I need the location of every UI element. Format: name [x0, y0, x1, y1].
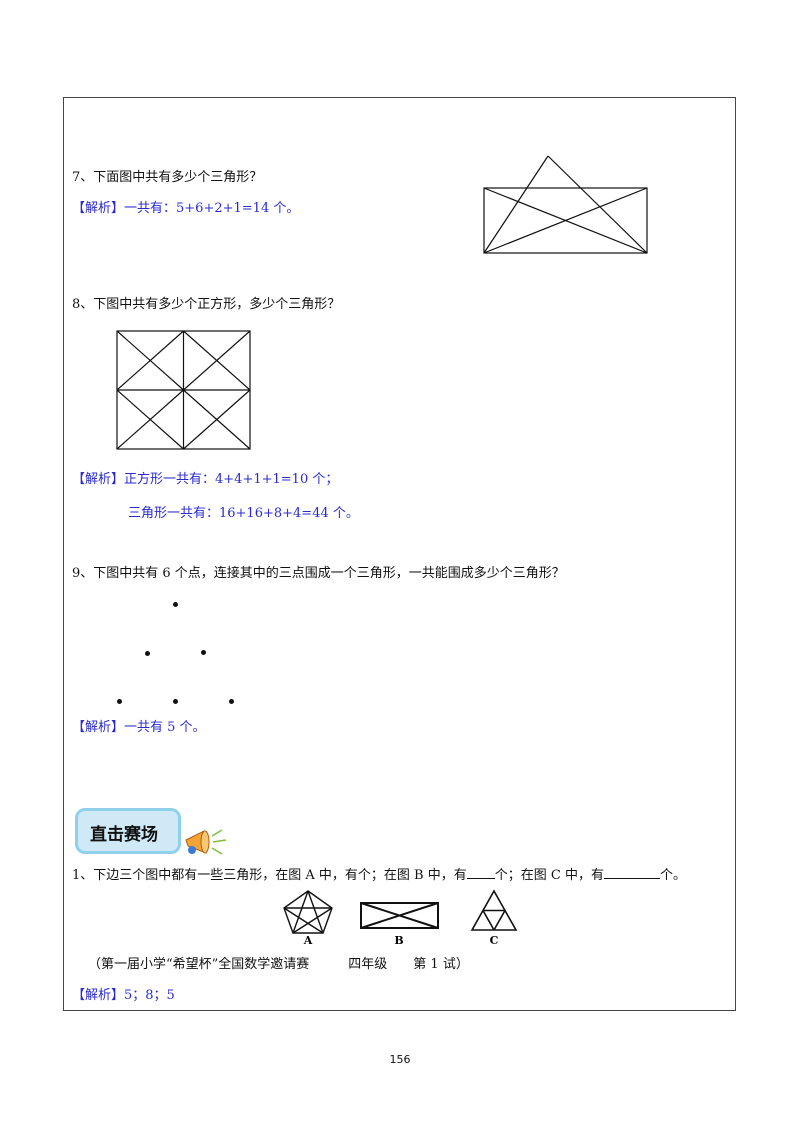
c1-q-part1: 1、下边三个图中都有一些三角形，在图 A 中，有个；在图 B 中，有: [72, 868, 467, 883]
q7-figure: [483, 155, 648, 254]
c1-answer: 【解析】5；8；5: [72, 988, 175, 1004]
figure-c-label: C: [490, 934, 499, 946]
q9-answer-tag: 【解析】: [72, 720, 125, 735]
blank-c: [603, 866, 660, 879]
q9-answer-text: 一共有 5 个。: [124, 720, 206, 735]
figure-a-label: A: [303, 934, 313, 946]
page-number: 156: [389, 1053, 411, 1066]
section-title: 直击赛场: [90, 825, 158, 845]
q9-answer: 【解析】一共有 5 个。: [72, 720, 206, 736]
q7-answer: 【解析】一共有：5+6+2+1=14 个。: [72, 201, 299, 217]
point-dot: [229, 699, 234, 704]
point-dot: [173, 602, 178, 607]
c1-q-part3: 个。: [659, 868, 686, 883]
figure-a: A: [283, 890, 333, 946]
megaphone-icon: [185, 829, 227, 855]
figure-b: B: [360, 902, 439, 946]
c1-source: （第一届小学“希望杯”全国数学邀请赛 四年级 第 1 试）: [88, 957, 469, 972]
q8-question: 8、下图中共有多少个正方形，多少个三角形？: [72, 297, 341, 312]
q8-answer-line1: 【解析】正方形一共有：4+4+1+1=10 个；: [72, 472, 338, 488]
point-dot: [117, 699, 122, 704]
c1-answer-tag: 【解析】: [72, 988, 125, 1003]
blank-b: [466, 866, 495, 879]
c1-q-part2: 个；在图 C 中，有: [494, 868, 604, 883]
q9-question: 9、下图中共有 6 个点，连接其中的三点围成一个三角形，一共能围成多少个三角形？: [72, 566, 565, 581]
figure-c: C: [470, 889, 518, 946]
c1-question: 1、下边三个图中都有一些三角形，在图 A 中，有个；在图 B 中，有 个；在图 C…: [72, 866, 686, 884]
point-dot: [145, 651, 150, 656]
content-frame: [63, 97, 736, 1011]
point-dot: [173, 699, 178, 704]
q7-answer-text: 一共有：5+6+2+1=14 个。: [124, 201, 300, 216]
point-dot: [201, 650, 206, 655]
q8-figure: [116, 330, 251, 450]
section-badge: 直击赛场: [75, 808, 181, 854]
c1-answer-text: 5；8；5: [124, 988, 175, 1003]
q8-answer-tag: 【解析】: [72, 472, 125, 487]
q8-answer-text1: 正方形一共有：4+4+1+1=10 个；: [124, 472, 339, 487]
figure-b-label: B: [394, 934, 403, 946]
q7-answer-tag: 【解析】: [72, 201, 125, 216]
q8-answer-line2: 三角形一共有：16+16+8+4=44 个。: [128, 506, 359, 521]
q7-question: 7、下面图中共有多少个三角形？: [72, 170, 263, 185]
